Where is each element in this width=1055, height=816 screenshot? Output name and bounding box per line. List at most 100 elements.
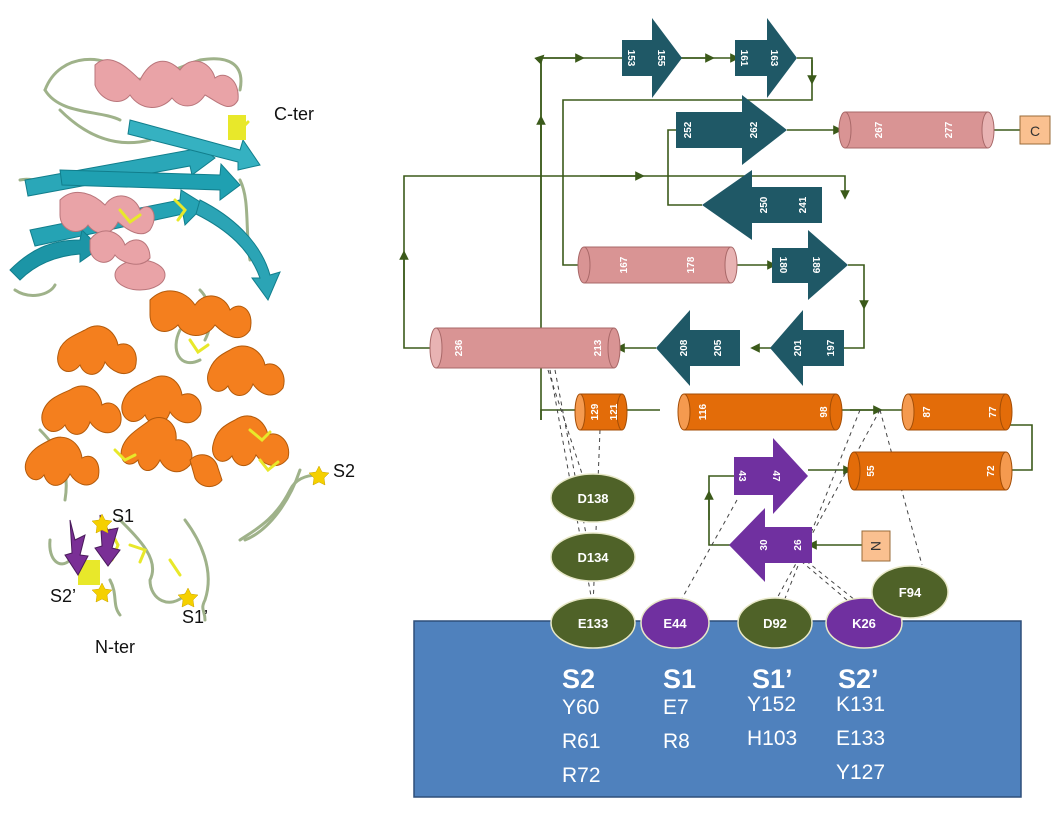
label-s2-structure: S2 (333, 461, 355, 481)
svg-text:D92: D92 (763, 616, 787, 631)
pocket-s2-title: S2 (562, 664, 595, 694)
pocket-s1-res-2: R8 (663, 730, 690, 753)
label-s2p-structure: S2’ (50, 586, 76, 606)
yellow-patch-s2p (78, 560, 100, 585)
num-30: 30 (759, 539, 770, 551)
star-s2p (91, 582, 113, 603)
bubble-d138: D138 (550, 473, 636, 523)
topology-connectors (399, 53, 1033, 550)
num-153: 153 (625, 50, 636, 67)
strand-201-197 (770, 310, 844, 386)
helix-129-121: 129 121 (574, 393, 628, 431)
num-208: 208 (679, 339, 690, 356)
strand-250-241 (702, 170, 822, 240)
pocket-s2-res-2: R61 (562, 730, 601, 753)
num-121: 121 (609, 403, 620, 420)
num-241: 241 (798, 196, 809, 213)
pocket-s1p-res-2: H103 (747, 727, 797, 750)
pocket-s2p-res-2: E133 (836, 727, 885, 750)
star-s2 (308, 465, 330, 486)
helix-167-178: 167 178 (577, 246, 738, 284)
num-205: 205 (713, 339, 724, 356)
bubble-d92: D92 (737, 597, 813, 649)
num-77: 77 (988, 406, 999, 418)
beta-sheet-teal (9, 119, 281, 302)
svg-text:E133: E133 (578, 616, 608, 631)
num-267: 267 (874, 121, 885, 138)
label-n-ter: N-ter (95, 637, 135, 657)
helix-87-77: 87 77 (901, 393, 1013, 431)
strand-161-163 (735, 18, 797, 98)
num-236: 236 (454, 339, 465, 356)
pocket-s1-title: S1 (663, 664, 696, 694)
pocket-s2: S2 Y60 R61 R72 (562, 664, 601, 787)
num-163: 163 (768, 50, 779, 67)
pocket-s2p-res-1: K131 (836, 693, 885, 716)
pocket-s2-res-1: Y60 (562, 696, 599, 719)
n-label: N (868, 541, 884, 551)
svg-text:E44: E44 (663, 616, 687, 631)
num-116: 116 (698, 403, 709, 420)
pocket-s1p-title: S1’ (752, 664, 793, 694)
label-s1-structure: S1 (112, 506, 134, 526)
bubble-e133: E133 (550, 597, 636, 649)
num-250: 250 (759, 196, 770, 213)
strand-180-189 (772, 230, 848, 300)
num-26: 26 (793, 539, 804, 551)
num-161: 161 (738, 50, 749, 67)
yellow-patch-cter (228, 115, 246, 140)
label-s1p-structure: S1’ (182, 607, 208, 627)
strand-153-155 (622, 18, 682, 98)
strand-43-47 (734, 438, 808, 514)
terminus-n: N (861, 530, 891, 562)
num-87: 87 (922, 406, 933, 418)
helix-116-98: 116 98 (677, 393, 843, 431)
svg-text:K26: K26 (852, 616, 876, 631)
num-129: 129 (590, 403, 601, 420)
num-201: 201 (793, 339, 804, 356)
pocket-s1p: S1’ Y152 H103 (747, 664, 797, 750)
beta-strands: 153 155 161 163 252 262 250 241 180 189 … (622, 18, 848, 582)
num-189: 189 (810, 257, 821, 274)
num-72: 72 (986, 465, 997, 477)
num-197: 197 (826, 339, 837, 356)
substrate-box (413, 620, 1022, 798)
bubble-f94: F94 (871, 565, 949, 619)
num-252: 252 (683, 121, 694, 138)
strand-208-205 (656, 310, 740, 386)
pocket-s2p: S2’ K131 E133 Y127 (836, 664, 885, 784)
protein-cartoon: C-ter S2 S1 S2’ S1’ N-ter (9, 57, 355, 657)
c-label: C (1030, 123, 1040, 139)
helix-55-72: 55 72 (847, 451, 1013, 491)
star-s1p (177, 587, 199, 608)
svg-text:D134: D134 (577, 550, 609, 565)
pocket-s2p-title: S2’ (838, 664, 879, 694)
pocket-s1-res-1: E7 (663, 696, 689, 719)
helix-267-277: 267 277 (838, 111, 995, 149)
strand-252-262 (676, 95, 787, 165)
label-c-ter: C-ter (274, 104, 314, 124)
site-stars (91, 465, 330, 608)
strand-30-26 (729, 508, 812, 582)
pocket-s1p-res-1: Y152 (747, 693, 796, 716)
num-155: 155 (655, 50, 666, 67)
num-277: 277 (944, 121, 955, 138)
svg-text:D138: D138 (577, 491, 608, 506)
num-262: 262 (749, 121, 760, 138)
svg-text:F94: F94 (899, 585, 922, 600)
num-213: 213 (593, 339, 604, 356)
helices: 267 277 167 178 236 213 129 121 (429, 111, 1013, 491)
num-55: 55 (866, 465, 877, 477)
pocket-s2p-res-3: Y127 (836, 761, 885, 784)
helix-236-213: 236 213 (429, 327, 621, 369)
pocket-s2-res-3: R72 (562, 764, 601, 787)
helices-orange (24, 290, 290, 487)
star-s1 (91, 513, 113, 534)
terminus-c: C (1019, 115, 1051, 145)
residue-bubbles: D138 D134 E133 E44 D92 K26 F94 (550, 473, 949, 649)
num-47: 47 (770, 470, 781, 482)
num-178: 178 (686, 256, 697, 273)
pocket-s1: S1 E7 R8 (663, 664, 696, 753)
bubble-e44: E44 (640, 597, 710, 649)
